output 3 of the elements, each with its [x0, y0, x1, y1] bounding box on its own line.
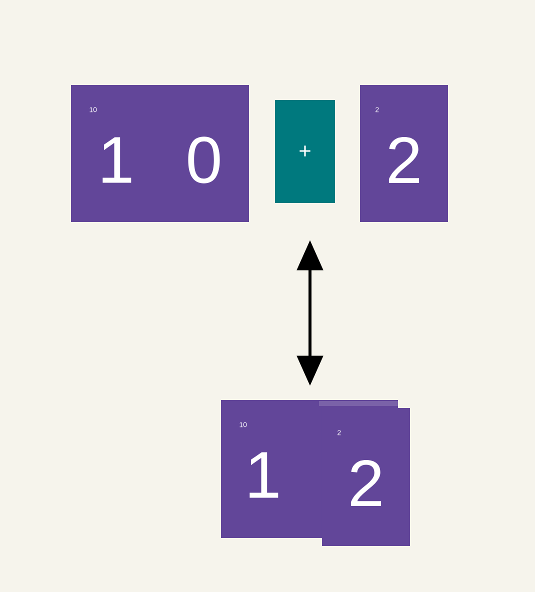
node-label: 2	[350, 460, 382, 506]
node-label: 1	[250, 452, 278, 498]
plus-card: +	[275, 100, 335, 203]
